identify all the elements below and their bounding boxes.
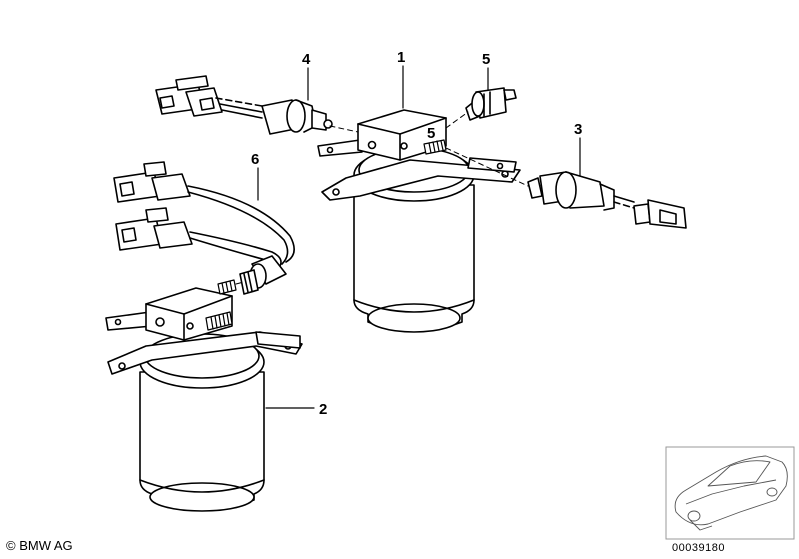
- callout-5-top: 5: [482, 51, 490, 68]
- callout-2: 2: [319, 401, 327, 418]
- callout-5-mounted: 5: [427, 125, 435, 142]
- leader-lines: [257, 65, 581, 409]
- callout-6: 6: [251, 151, 259, 168]
- pressure-switch-5: [465, 87, 517, 121]
- callout-4: 4: [302, 51, 311, 68]
- receiver-drier-upper: [317, 109, 521, 333]
- callout-1: 1: [397, 49, 405, 66]
- pressure-switch-3: [527, 171, 687, 229]
- pressure-switch-4: [155, 75, 333, 135]
- copyright-text: © BMW AG: [6, 538, 73, 553]
- callout-3: 3: [574, 121, 582, 138]
- receiver-drier-lower: [105, 279, 303, 512]
- diagram-number: 00039180: [672, 542, 725, 554]
- assembly-lines: [235, 111, 529, 285]
- car-thumbnail: [665, 446, 795, 540]
- wiring-harness-6: [113, 161, 295, 295]
